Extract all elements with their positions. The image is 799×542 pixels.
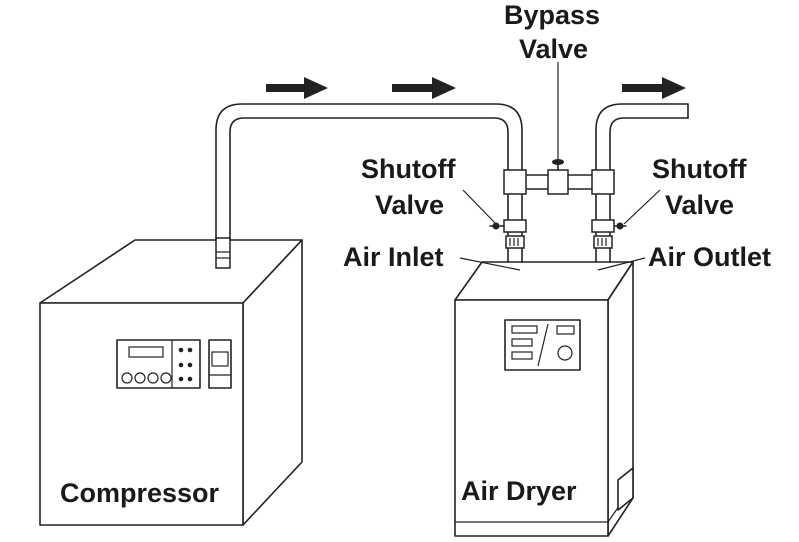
leader-lines (459, 62, 661, 271)
right-shutoff-valve-label-line2: Valve (665, 190, 734, 220)
right-shutoff-valve (591, 219, 627, 249)
bypass-valve-label-line1: Bypass (504, 0, 600, 30)
bypass-valve-label-line2: Valve (519, 34, 588, 64)
compressor-unit: Compressor (39, 237, 303, 526)
piping (215, 103, 689, 263)
right-tee-fitting (591, 169, 615, 195)
flow-arrow-icon (392, 77, 456, 99)
compressor-disconnect-switch (208, 339, 232, 389)
air-dryer-control-panel (504, 319, 581, 371)
air-outlet-label: Air Outlet (648, 242, 771, 272)
air-dryer-unit: Air Dryer (454, 261, 634, 537)
flow-arrow-icon (266, 77, 328, 99)
left-tee-fitting (503, 169, 527, 195)
left-shutoff-valve-label-line1: Shutoff (361, 154, 456, 184)
compressor-label: Compressor (60, 478, 220, 508)
compressor-outlet-pipe (215, 237, 231, 269)
flow-arrow-icon (622, 77, 686, 99)
right-shutoff-valve-label-line1: Shutoff (652, 154, 747, 184)
compressor-control-panel (116, 339, 201, 389)
left-shutoff-valve (489, 219, 527, 249)
air-dryer-label: Air Dryer (461, 476, 577, 506)
left-shutoff-valve-label-line2: Valve (375, 190, 444, 220)
air-inlet-label: Air Inlet (343, 242, 444, 272)
bypass-valve (547, 159, 569, 195)
